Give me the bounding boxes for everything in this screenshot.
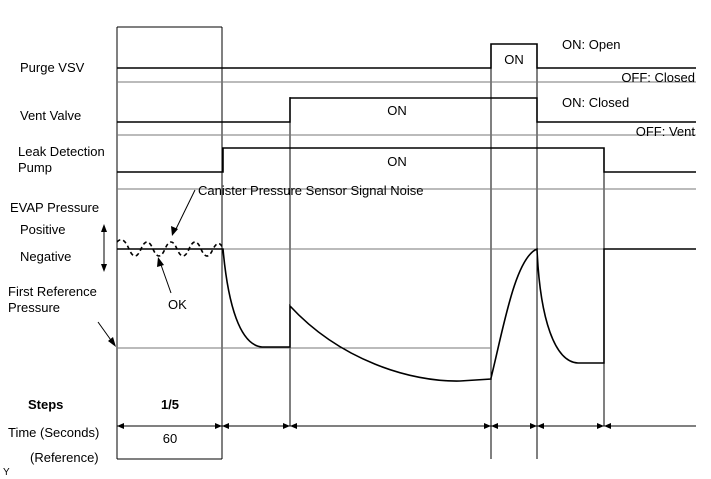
- evap-positive-label: Positive: [20, 222, 66, 237]
- time-value: 60: [163, 431, 177, 446]
- step-divider-lines: [116, 26, 605, 459]
- time-arrow-head-d1: [491, 423, 498, 429]
- time-arrow-head-e1: [537, 423, 544, 429]
- evap-negative-label: Negative: [20, 249, 71, 264]
- time-arrow-head-d2: [530, 423, 537, 429]
- corner-mark: Y: [3, 467, 10, 478]
- pump-on-pulse-label: ON: [387, 154, 407, 169]
- vent-valve-on-pulse-label: ON: [387, 103, 407, 118]
- evap-pressure-label: EVAP Pressure: [10, 200, 99, 215]
- first-reference-label-line2: Pressure: [8, 300, 60, 315]
- steps-label: Steps: [28, 397, 63, 412]
- time-arrow-head-a2: [215, 423, 222, 429]
- time-axis: [117, 423, 696, 429]
- ok-annotation: OK: [168, 297, 187, 312]
- vent-valve-off-state: OFF: Vent: [636, 124, 696, 139]
- vent-valve-waveform: [117, 97, 696, 123]
- time-arrow-head-c2: [484, 423, 491, 429]
- noise-pointer-shaft: [174, 189, 196, 232]
- purge-vsv-on-pulse-label: ON: [504, 52, 524, 67]
- pump-waveform: [117, 147, 696, 173]
- time-arrow-head-b2: [283, 423, 290, 429]
- time-arrow-head-e2: [597, 423, 604, 429]
- purge-vsv-label: Purge VSV: [20, 60, 85, 75]
- time-arrow-head-a1: [117, 423, 124, 429]
- noise-annotation: Canister Pressure Sensor Signal Noise: [198, 183, 423, 198]
- noise-pointer: [171, 189, 196, 236]
- ok-pointer-shaft: [159, 261, 172, 294]
- steps-value: 1/5: [161, 397, 179, 412]
- time-arrow-head-c1: [290, 423, 297, 429]
- evap-pressure-waveform: [117, 247, 696, 382]
- pressure-direction-arrow: [101, 224, 107, 272]
- pump-label-line1: Leak Detection: [18, 144, 105, 159]
- purge-vsv-off-state: OFF: Closed: [621, 70, 695, 85]
- reference-label: (Reference): [30, 450, 99, 465]
- first-reference-pointer: [97, 321, 116, 347]
- ok-pointer-head: [157, 257, 164, 267]
- first-reference-label-line1: First Reference: [8, 284, 97, 299]
- vent-valve-label: Vent Valve: [20, 108, 81, 123]
- ok-pointer: [157, 257, 172, 294]
- purge-vsv-on-state: ON: Open: [562, 37, 621, 52]
- pressure-arrow-up-head: [101, 224, 107, 232]
- time-label: Time (Seconds): [8, 425, 99, 440]
- row-separators: [117, 81, 696, 190]
- purge-vsv-waveform: [117, 43, 696, 69]
- pressure-arrow-down-head: [101, 264, 107, 272]
- noise-pointer-head: [171, 226, 178, 236]
- first-reference-pointer-head: [108, 337, 116, 347]
- pump-label-line2: Pump: [18, 160, 52, 175]
- time-arrow-head-b1: [222, 423, 229, 429]
- sensor-noise-waveform: [116, 238, 224, 257]
- vent-valve-on-state: ON: Closed: [562, 95, 629, 110]
- time-arrow-head-f1: [604, 423, 611, 429]
